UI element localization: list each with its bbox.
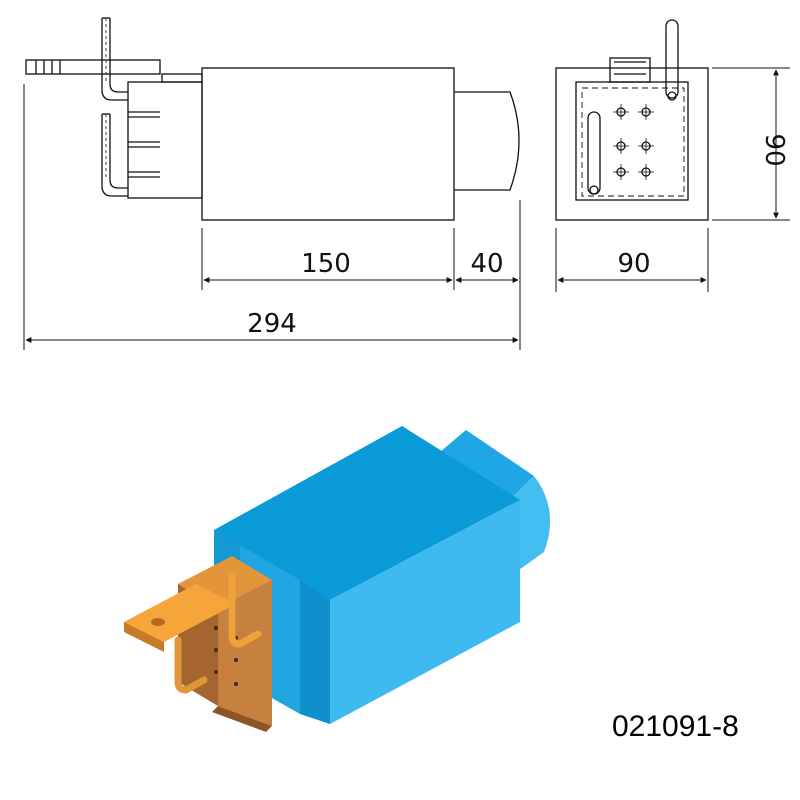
dim-body-length: 150 [301,249,351,279]
iso-tab-hole [151,618,165,626]
pin-grid [613,104,654,180]
end-view [555,19,709,221]
iso-rear-cap-side [512,476,551,572]
dim-width: 90 [617,249,650,279]
iso-housing-top [214,426,520,600]
end-view-left-conductor [587,111,601,195]
iso-rear-cap-top [440,430,534,498]
iso-housing-side [330,500,520,724]
lower-conductor [101,114,128,197]
iso-upper-conductor [228,572,262,648]
upper-terminal-tab [25,59,161,75]
upper-conductor [101,18,128,101]
side-view [25,17,520,221]
terminal-block [127,81,203,199]
end-view-right-conductor [665,19,679,99]
end-view-outline [555,67,709,221]
dim-overall-length: 294 [247,309,297,339]
iso-pin-holes [214,626,238,686]
rear-cap [454,91,520,191]
iso-lower-conductor [174,636,208,694]
iso-terminal-tab-edge [124,622,164,652]
end-view-top-tab [609,57,651,83]
end-view-dimensions [555,67,790,292]
dim-height: 90 [759,133,789,166]
dim-cap-length: 40 [470,249,503,279]
side-view-dimensions [23,84,521,350]
iso-terminal-tab-top [124,584,236,642]
isometric-view [124,426,551,732]
part-number: 021091-8 [612,710,739,743]
terminal-pins [128,111,160,178]
housing-body [201,67,455,221]
